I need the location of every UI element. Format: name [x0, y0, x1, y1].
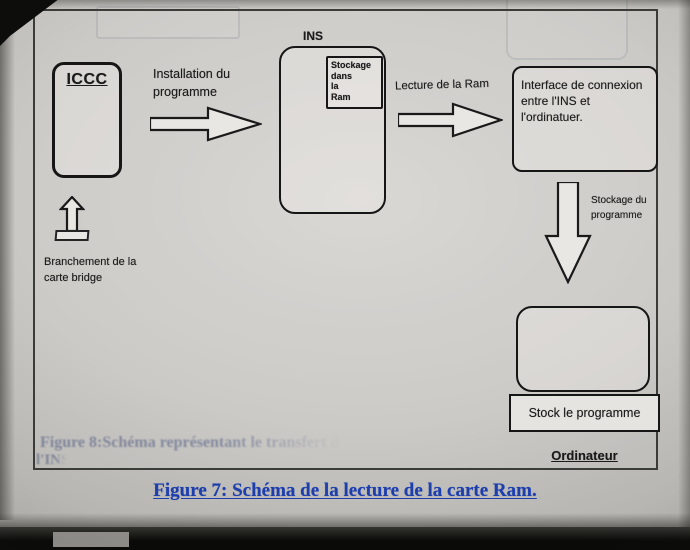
installation-label: Installation du programme — [153, 67, 231, 99]
interface-box: Interface de connexion entre l'INS et l'… — [512, 66, 658, 172]
photo-bottom-notch — [53, 532, 129, 547]
right-arrow-install-icon — [150, 106, 262, 142]
bridge-card-bar — [54, 230, 90, 241]
iccc-card-box: ICCC — [52, 62, 122, 178]
photo-top-shadow — [0, 0, 690, 9]
up-arrow-icon — [59, 196, 85, 232]
right-arrow-lecture-icon — [398, 102, 503, 138]
photo-left-shadow — [0, 0, 15, 520]
ordinateur-label: Ordinateur — [551, 448, 618, 463]
ghost-box-top-left — [96, 6, 240, 39]
photo-right-shadow — [678, 0, 690, 550]
ghost-figure8-caption-line2: l'INS — [36, 452, 70, 468]
photo-bottom-shadow — [0, 513, 690, 527]
stockage-programme-label: Stockage du programme — [591, 195, 647, 221]
ghost-figure8-caption: Figure 8:Schéma représentant le transfer… — [40, 434, 362, 451]
photo-dark-bottom-band — [0, 527, 690, 550]
branchement-label: Branchement de la carte bridge — [44, 256, 137, 284]
ram-storage-box: Stockage dans la Ram — [326, 56, 383, 109]
figure-caption: Figure 7: Schéma de la lecture de la car… — [153, 480, 537, 501]
ins-box — [279, 46, 386, 214]
iccc-label: ICCC — [66, 71, 108, 88]
ordinateur-monitor-box — [516, 306, 650, 392]
ins-label: INS — [303, 29, 324, 43]
down-arrow-stockage-icon — [544, 182, 592, 284]
stock-programme-box: Stock le programme — [509, 394, 660, 432]
